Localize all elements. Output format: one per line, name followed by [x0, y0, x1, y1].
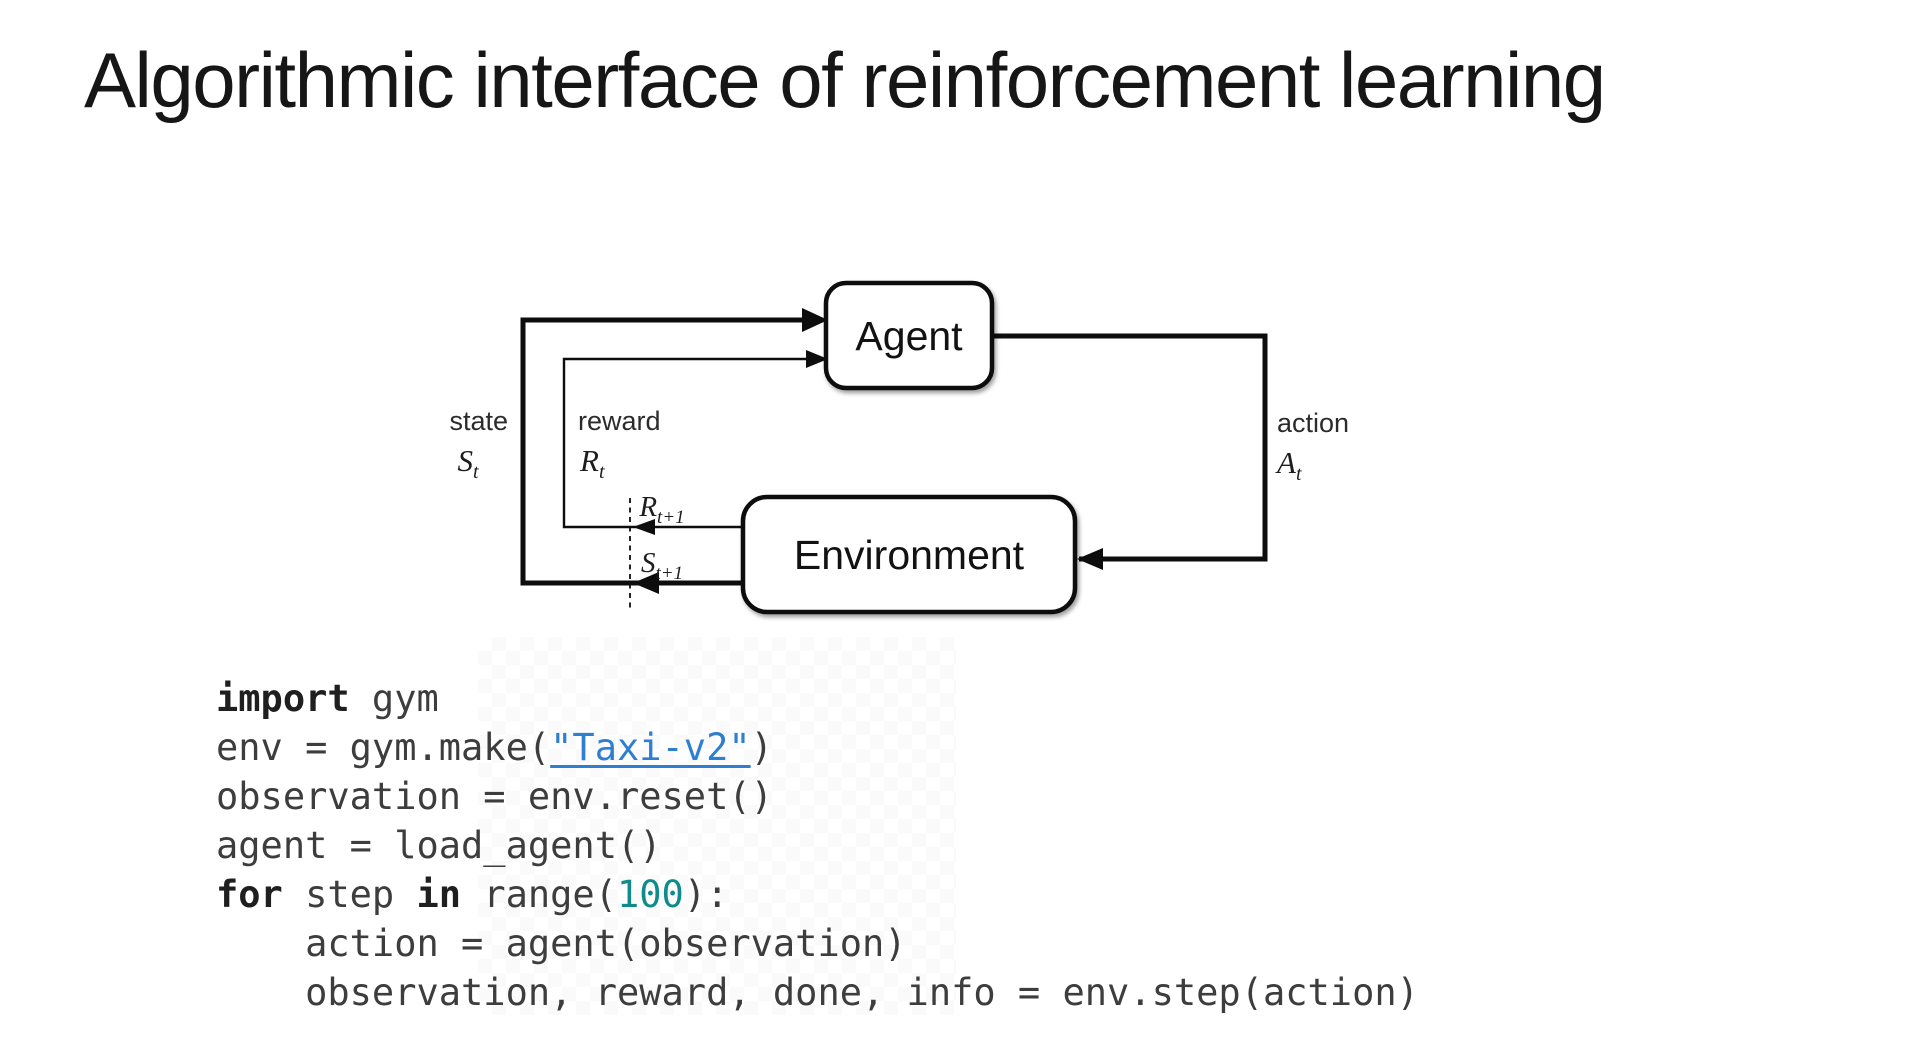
code-line: observation = env.reset() [216, 772, 1419, 821]
code-segment: observation = env.reset() [216, 775, 773, 818]
code-line: agent = load_agent() [216, 821, 1419, 870]
agent-box [823, 280, 995, 391]
action-symbol: At [1275, 445, 1302, 485]
code-segment: for [216, 873, 283, 916]
transparency-checkerboard [478, 637, 956, 1015]
code-segment: observation, reward, done, info = env.st… [216, 971, 1419, 1014]
reward-symbol: Rt [579, 443, 605, 483]
code-segment: gym [349, 677, 439, 720]
environment-label: Environment [794, 532, 1025, 578]
action-into-environment-arrowhead [1077, 548, 1103, 570]
agent-label: Agent [855, 313, 963, 359]
reward-label: reward [578, 406, 661, 436]
code-segment: action = agent(observation) [216, 922, 907, 965]
next-reward-symbol: Rt+1 [638, 491, 684, 528]
code-segment: step [282, 873, 417, 916]
code-segment: ): [683, 873, 729, 916]
code-segment: agent = load_agent() [216, 824, 662, 867]
slide-title: Algorithmic interface of reinforcement l… [84, 36, 1606, 124]
code-segment: env = gym.make( [216, 726, 551, 769]
environment-box [740, 494, 1078, 615]
code-segment: range( [461, 873, 617, 916]
next-state-arrowhead [633, 572, 659, 594]
next-state-symbol: St+1 [641, 547, 683, 584]
action-wire [992, 333, 1268, 562]
code-segment: import [216, 677, 350, 720]
state-symbol: St [457, 443, 479, 483]
code-line: env = gym.make("Taxi-v2") [216, 723, 1419, 772]
code-segment: 100 [616, 873, 684, 916]
next-reward-arrowhead [633, 519, 655, 535]
code-segment: in [416, 873, 462, 916]
code-line: observation, reward, done, info = env.st… [216, 968, 1419, 1017]
reward-into-agent-arrowhead [806, 350, 828, 368]
code-line: import gym [216, 674, 1419, 723]
state-label: state [449, 406, 508, 436]
code-segment: ) [750, 726, 773, 769]
code-line: for step in range(100): [216, 870, 1419, 919]
code-line: action = agent(observation) [216, 919, 1419, 968]
state-into-agent-arrowhead [802, 308, 828, 332]
action-label: action [1277, 408, 1349, 438]
taxi-v2-link[interactable]: "Taxi-v2" [550, 726, 751, 769]
rl-loop-diagram: Agent Environment state St reward Rt act… [449, 280, 1349, 615]
